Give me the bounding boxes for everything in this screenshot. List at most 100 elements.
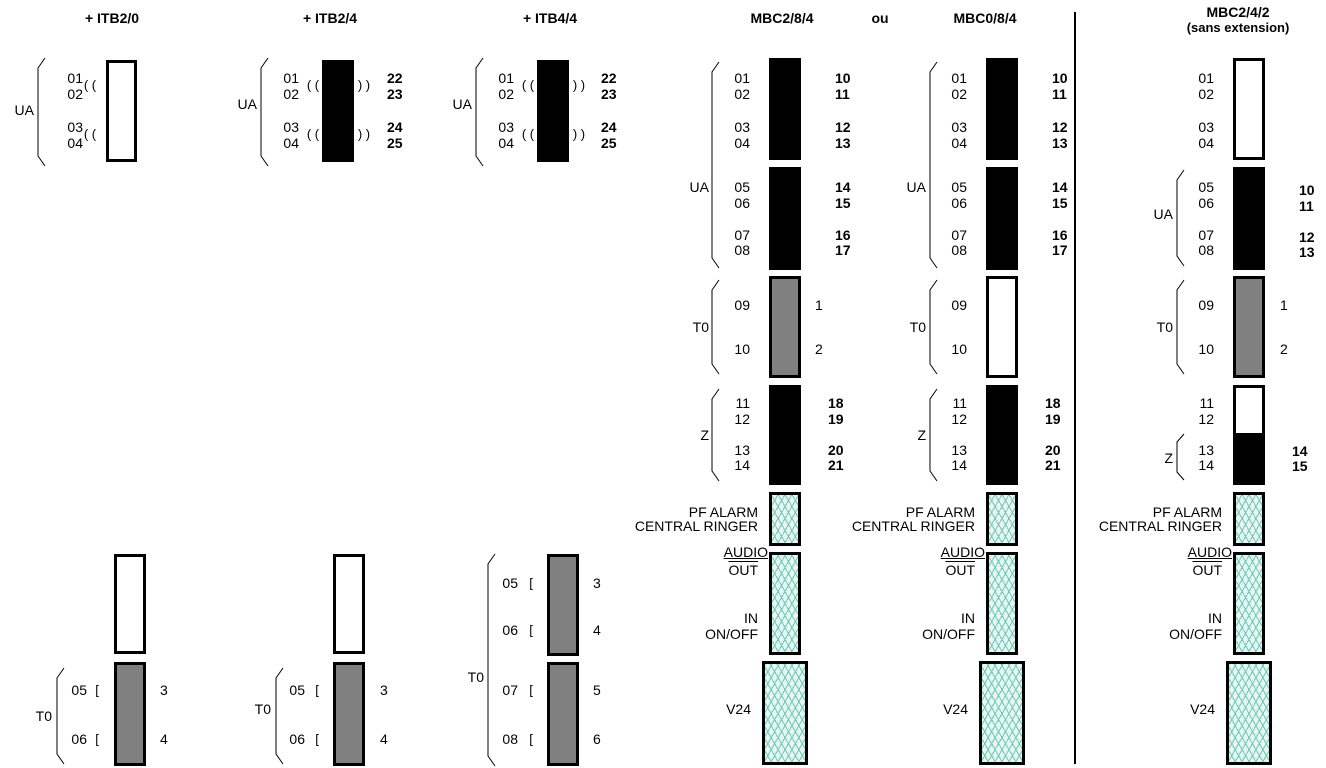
bracket-mark: [ — [315, 682, 319, 698]
num-4: 4 — [160, 731, 168, 747]
connector-t0 — [333, 662, 365, 766]
title-mbc284: MBC2/8/4 — [750, 10, 814, 26]
num-15: 15 — [1292, 458, 1308, 474]
pin-03: 03 — [283, 119, 299, 135]
pin-03: 03 — [498, 119, 514, 135]
num-4: 4 — [593, 622, 601, 638]
pin-01: 01 — [283, 70, 299, 86]
label-audio: AUDIO — [723, 544, 768, 560]
label-v24: V24 — [1190, 701, 1215, 717]
pin-05: 05 — [1198, 179, 1214, 195]
pin-05: 05 — [734, 179, 750, 195]
bracket-mark: [ — [315, 731, 319, 747]
group-label-ua: UA — [1153, 206, 1173, 222]
num-3: 3 — [593, 575, 601, 591]
connector-audio — [769, 552, 801, 655]
bracket-mark: [ — [95, 682, 99, 698]
pin-05: 05 — [71, 682, 87, 698]
pin-11: 11 — [952, 395, 967, 411]
pin-03: 03 — [67, 119, 83, 135]
num-18: 18 — [828, 395, 844, 411]
pin-02: 02 — [498, 86, 514, 102]
pin-03: 03 — [951, 119, 967, 135]
connector-ua-1 — [986, 58, 1018, 160]
bracket-mark: ) ) — [572, 77, 586, 93]
num-4: 4 — [380, 731, 388, 747]
num-17: 17 — [1052, 242, 1068, 258]
connector-blank — [333, 554, 365, 654]
pin-04: 04 — [734, 135, 750, 151]
pin-01: 01 — [498, 70, 514, 86]
num-12: 12 — [1052, 119, 1068, 135]
pin-05: 05 — [502, 575, 518, 591]
group-label-z: Z — [700, 427, 709, 443]
pin-10: 10 — [951, 341, 967, 357]
group-brace-z — [711, 388, 720, 482]
pin-14: 14 — [951, 457, 967, 473]
pin-12: 12 — [734, 411, 750, 427]
num-21: 21 — [828, 457, 844, 473]
group-brace-ua — [1176, 169, 1185, 267]
connector-v24 — [762, 661, 808, 765]
num-21: 21 — [1045, 457, 1061, 473]
bracket-mark: ( ( — [521, 126, 535, 142]
num-22: 22 — [601, 70, 617, 86]
connector-ua-2 — [986, 167, 1018, 270]
connector-z — [1233, 385, 1265, 485]
num-13: 13 — [835, 135, 851, 151]
pin-03: 03 — [734, 119, 750, 135]
num-19: 19 — [1045, 411, 1061, 427]
title-itb24: + ITB2/4 — [302, 10, 358, 26]
label-central-ringer: CENTRAL RINGER — [634, 518, 758, 534]
or-label: ou — [871, 10, 889, 26]
num-15: 15 — [1052, 195, 1068, 211]
label-v24: V24 — [726, 701, 751, 717]
pin-07: 07 — [1198, 227, 1214, 243]
pin-08: 08 — [502, 731, 518, 747]
pin-14: 14 — [1198, 457, 1214, 473]
num-25: 25 — [601, 135, 617, 151]
connector-ua-itb44 — [537, 60, 569, 162]
connector-alarm — [986, 492, 1018, 546]
num-14: 14 — [835, 179, 851, 195]
pin-07: 07 — [502, 682, 518, 698]
pin-06: 06 — [734, 195, 750, 211]
pin-09: 09 — [951, 297, 967, 313]
pin-13: 13 — [951, 442, 967, 458]
pin-01: 01 — [1198, 70, 1214, 86]
connector-t0-a — [547, 554, 579, 656]
num-1: 1 — [815, 297, 823, 313]
num-11: 11 — [835, 86, 850, 102]
pin-02: 02 — [67, 86, 83, 102]
connector-ua-itb20 — [106, 60, 137, 162]
group-brace-ua — [37, 57, 46, 167]
connector-ua-itb24 — [322, 60, 354, 162]
pin-02: 02 — [1198, 86, 1214, 102]
pin-09: 09 — [734, 297, 750, 313]
pin-06: 06 — [289, 731, 305, 747]
group-label-t0: T0 — [909, 319, 926, 335]
pin-12: 12 — [951, 411, 967, 427]
label-central-ringer: CENTRAL RINGER — [1098, 518, 1222, 534]
num-16: 16 — [835, 227, 851, 243]
num-20: 20 — [1045, 442, 1061, 458]
pin-06: 06 — [951, 195, 967, 211]
pin-04: 04 — [67, 135, 83, 151]
label-in: IN — [1208, 610, 1222, 626]
group-label-ua: UA — [689, 179, 709, 195]
label-v24: V24 — [943, 701, 968, 717]
pin-03: 03 — [1198, 119, 1214, 135]
connector-t0 — [114, 662, 146, 766]
group-brace-t0 — [275, 667, 284, 765]
bracket-mark: ) ) — [572, 126, 586, 142]
pin-11: 11 — [1199, 395, 1214, 411]
pin-14: 14 — [734, 457, 750, 473]
pin-04: 04 — [951, 135, 967, 151]
group-label-ua: UA — [906, 179, 926, 195]
pin-13: 13 — [1198, 442, 1214, 458]
pin-02: 02 — [283, 86, 299, 102]
label-pf-alarm: PF ALARM — [1152, 504, 1222, 520]
num-3: 3 — [380, 682, 388, 698]
connector-t0 — [769, 276, 801, 378]
connector-alarm — [1233, 492, 1265, 546]
